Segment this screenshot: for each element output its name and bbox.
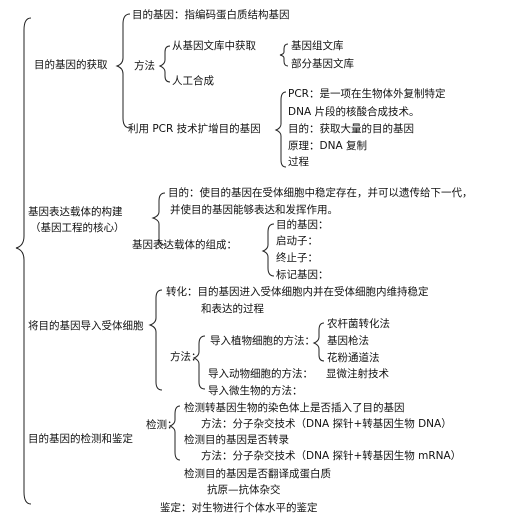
from-gene-library: 从基因文库中获取 (172, 40, 256, 52)
branch1-brace (115, 13, 131, 129)
vector-component: 目的基因： (276, 219, 329, 231)
branch4-title: 目的基因的检测和鉴定 (28, 433, 133, 445)
detection-item: 检测转基因生物的染色体上是否插入了目的基因 (184, 402, 405, 414)
pcr-brace (274, 91, 287, 168)
pcr-item: DNA 片段的核酸合成技术。 (288, 106, 420, 118)
method-label: 方法 (134, 60, 155, 72)
vector-component: 标记基因： (276, 269, 329, 281)
vector-purpose: 目的：使目的基因在受体细胞中稳定存在，并可以遗传给下一代， (168, 187, 473, 199)
transformation: 转化：目的基因进入受体细胞内并在受体细胞内维持稳定 (166, 286, 429, 298)
library-type: 基因组文库 (291, 40, 344, 52)
components-brace (261, 223, 275, 277)
detection-item: 检测目的基因是否翻译成蛋白质 (184, 468, 331, 480)
branch1-title: 目的基因的获取 (34, 59, 108, 71)
plant-method: 花粉通道法 (327, 352, 380, 364)
pcr-amplification: 利用 PCR 技术扩增目的基因 (128, 123, 261, 135)
import-method-brace (192, 335, 206, 390)
plant-brace (312, 322, 325, 362)
identification: 鉴定：对生物进行个体水平的鉴定 (160, 502, 318, 514)
animal-method: 显微注射技术 (326, 368, 389, 380)
detection-item: 抗原—抗体杂交 (207, 484, 281, 496)
branch3-title: 将目的基因导入受体细胞 (28, 320, 144, 332)
target-gene-definition: 目的基因：指编码蛋白质结构基因 (132, 9, 290, 21)
plant-method: 农杆菌转化法 (327, 318, 390, 330)
branch2-title: 基因表达载体的构建 (28, 206, 123, 218)
plant-method: 基因枪法 (327, 335, 369, 347)
pcr-item: PCR：是一项在生物体外复制特定 (288, 88, 446, 100)
vector-composition: 基因表达载体的组成： (132, 239, 237, 251)
pcr-item: 过程 (288, 156, 309, 168)
detection-label: 检测： (146, 419, 178, 431)
method-brace (158, 45, 171, 83)
pcr-item: 目的：获取大量的目的基因 (288, 123, 414, 135)
vector-component: 终止子： (276, 252, 318, 264)
vector-purpose: 并使目的基因能够表达和发挥作用。 (170, 204, 338, 216)
branch2-subtitle: （基因工程的核心） (30, 222, 125, 234)
animal-import: 导入动物细胞的方法： (208, 368, 313, 380)
import-method-label: 方法： (170, 351, 202, 363)
plant-import: 导入植物细胞的方法： (210, 335, 315, 347)
pcr-item: 原理：DNA 复制 (288, 140, 367, 152)
transformation: 和表达的过程 (201, 303, 264, 315)
detection-item: 检测目的基因是否转录 (184, 434, 289, 446)
vector-component: 启动子： (276, 235, 318, 247)
library-type: 部分基因文库 (291, 58, 354, 70)
detect-brace (168, 405, 181, 461)
main-brace (15, 17, 32, 505)
detection-item: 方法：分子杂交技术（DNA 探针+转基因生物 mRNA） (201, 450, 462, 462)
detection-item: 方法：分子杂交技术（DNA 探针+转基因生物 DNA） (201, 418, 452, 430)
library-brace (279, 43, 289, 67)
microbe-import: 导入微生物的方法： (208, 385, 303, 397)
branch3-brace (148, 289, 163, 391)
branch2-brace (151, 192, 166, 246)
artificial-synthesis: 人工合成 (172, 75, 214, 87)
